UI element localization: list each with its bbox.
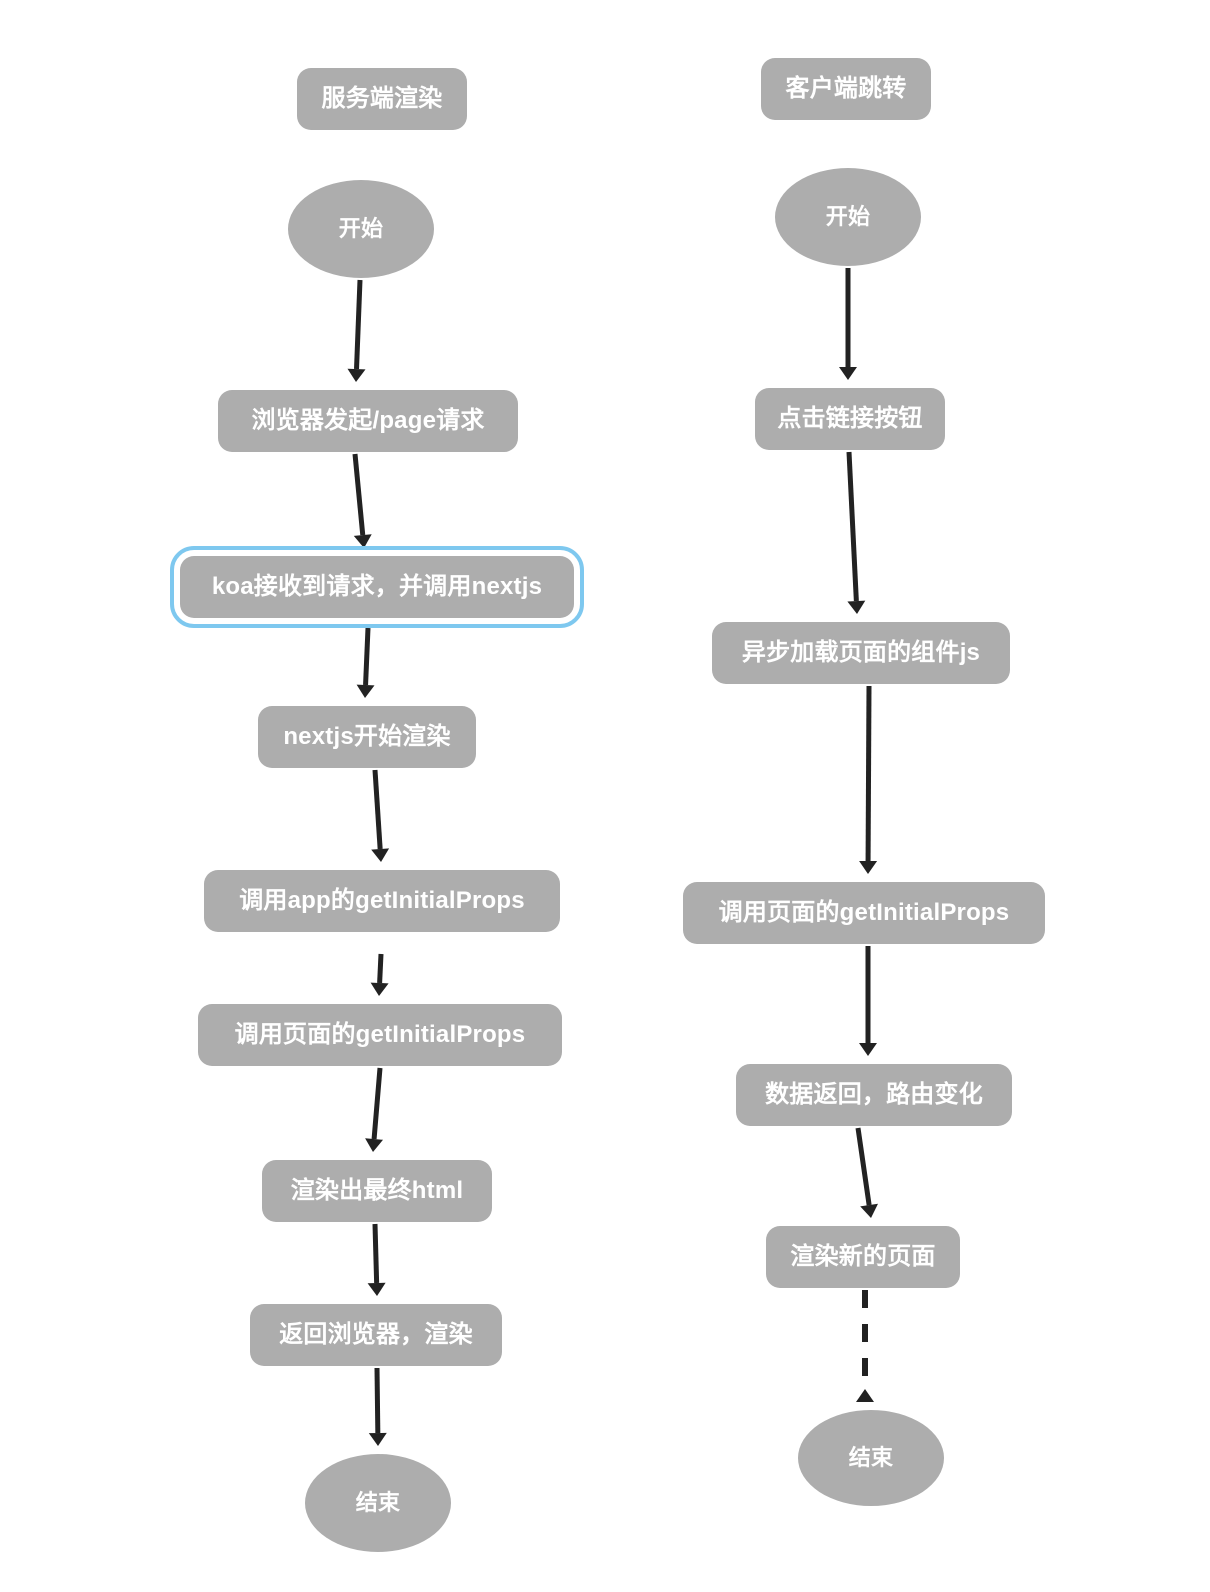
flow-node-label: 渲染新的页面	[790, 1242, 936, 1270]
flow-node-l-5[interactable]: 调用页面的getInitialProps	[198, 1004, 562, 1066]
flow-edge	[856, 1290, 874, 1402]
flow-edge	[859, 685, 878, 874]
flow-node-l-4[interactable]: 调用app的getInitialProps	[204, 870, 560, 932]
flow-node-label: 结束	[848, 1444, 894, 1470]
flow-node-label: 调用app的getInitialProps	[239, 886, 525, 914]
flow-node-label: 异步加载页面的组件js	[741, 638, 981, 666]
flow-node-label: 开始	[338, 215, 384, 241]
flow-node-label: 浏览器发起/page请求	[251, 406, 485, 434]
flow-node-r-2[interactable]: 异步加载页面的组件js	[712, 622, 1010, 684]
flow-edge	[356, 627, 375, 698]
flow-node-label: 点击链接按钮	[777, 404, 923, 432]
flow-node-label: koa接收到请求，并调用nextjs	[211, 572, 543, 600]
flow-edge	[367, 1223, 386, 1296]
flow-node-label: 渲染出最终html	[290, 1176, 464, 1204]
flow-node-r-3[interactable]: 调用页面的getInitialProps	[683, 882, 1045, 944]
flow-node-label: 调用页面的getInitialProps	[234, 1020, 526, 1048]
flow-node-r-4[interactable]: 数据返回，路由变化	[736, 1064, 1012, 1126]
flow-node-label: 客户端跳转	[785, 74, 907, 102]
flow-node-l-1[interactable]: 浏览器发起/page请求	[218, 390, 518, 452]
flow-node-r-1[interactable]: 点击链接按钮	[755, 388, 945, 450]
flow-edge	[370, 953, 389, 996]
flow-edge	[855, 1127, 878, 1218]
flow-node-label: 开始	[825, 203, 871, 229]
flow-edge	[352, 453, 372, 548]
flow-node-label: 数据返回，路由变化	[765, 1080, 983, 1108]
flow-node-label: nextjs开始渲染	[283, 722, 451, 750]
flow-node-l-6[interactable]: 渲染出最终html	[262, 1160, 492, 1222]
flow-node-l-title[interactable]: 服务端渲染	[297, 68, 467, 130]
flow-edge	[347, 279, 366, 382]
flow-edge	[839, 268, 857, 380]
flow-node-l-7[interactable]: 返回浏览器，渲染	[250, 1304, 502, 1366]
flow-node-label: 结束	[355, 1489, 401, 1515]
flow-node-label: 调用页面的getInitialProps	[718, 898, 1010, 926]
flow-edge	[859, 946, 877, 1056]
flow-node-l-3[interactable]: nextjs开始渲染	[258, 706, 476, 768]
flow-node-label: 服务端渲染	[321, 84, 443, 112]
flow-node-l-start[interactable]: 开始	[288, 180, 434, 278]
flow-node-r-start[interactable]: 开始	[775, 168, 921, 266]
flow-node-r-title[interactable]: 客户端跳转	[761, 58, 931, 120]
flow-edge	[368, 1367, 387, 1446]
flow-node-label: 返回浏览器，渲染	[279, 1320, 473, 1348]
flow-edge	[365, 1067, 383, 1152]
flow-node-l-2[interactable]: koa接收到请求，并调用nextjs	[170, 546, 584, 628]
flow-node-r-5[interactable]: 渲染新的页面	[766, 1226, 960, 1288]
flow-edge	[846, 451, 866, 614]
flow-node-r-end[interactable]: 结束	[798, 1410, 944, 1506]
flow-node-l-end[interactable]: 结束	[305, 1454, 451, 1552]
flow-edge	[371, 769, 390, 862]
